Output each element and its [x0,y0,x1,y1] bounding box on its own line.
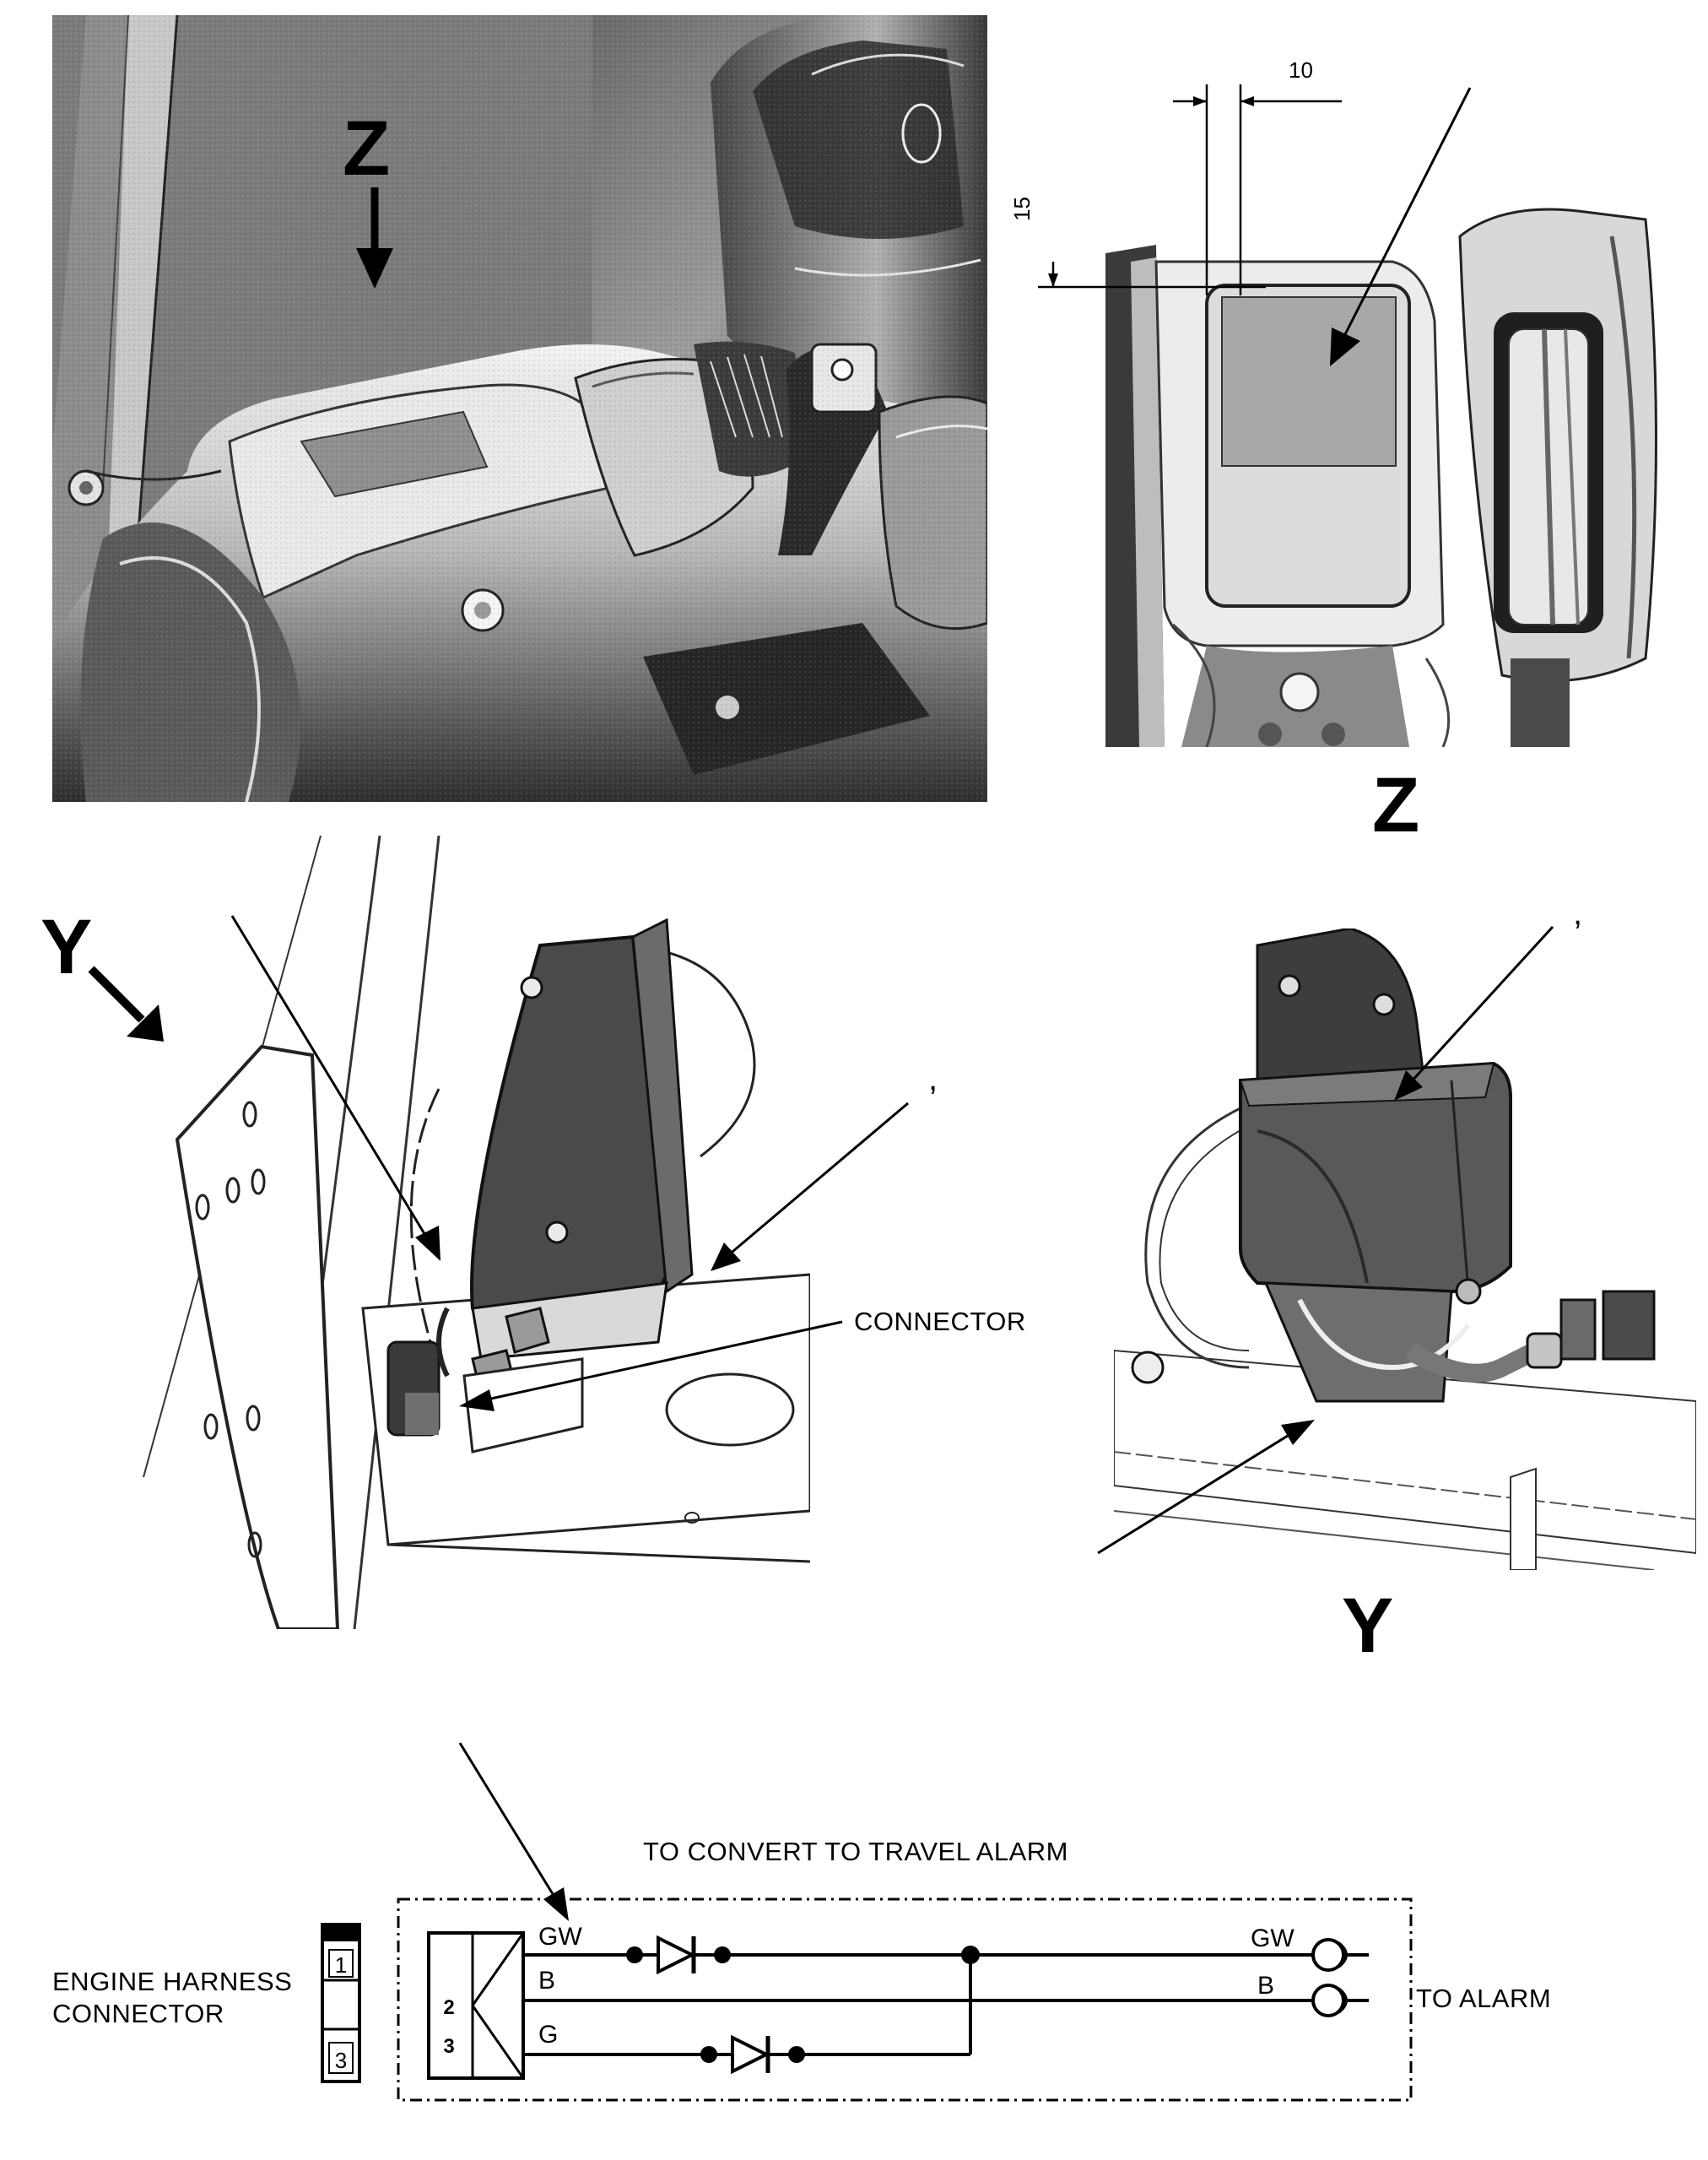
dimension-lines [1038,84,1342,295]
leader-arrow-alarm-box [1394,925,1554,1101]
engine-harness-label-line1: ENGINE HARNESS [52,1967,293,1996]
view-z-detail-illustration [1105,186,1667,747]
harness-pin-3: 3 [335,2048,347,2073]
plug-pin-3: 3 [443,2035,454,2058]
alarm-terminal-b [1311,1984,1369,2017]
mount-illustration [110,836,810,1629]
view-y-perspective-panel [110,836,810,1629]
view-y-detail-illustration [1114,928,1696,1570]
callout-connector-label: CONNECTOR [854,1307,1026,1336]
leader-arrow-z-plate [1330,87,1472,366]
view-z-perspective-panel [52,15,987,802]
wire-b-right: B [1257,1972,1274,2000]
console-illustration [52,15,987,802]
leader-arrow-connector-top [230,915,441,1261]
plug-pin-2: 2 [443,1996,454,2019]
engine-harness-label-line2: CONNECTOR [52,1999,224,2028]
diode-upper [626,1935,731,1975]
view-y-label-large: Y [41,904,93,990]
leader-arrow-connector [459,1320,843,1411]
view-z-arrow-down [356,187,393,289]
harness-pin-1: 1 [335,1952,347,1978]
schematic-title: TO CONVERT TO TRAVEL ALARM [643,1837,1068,1866]
mark-comma-1: , [928,1060,938,1097]
wire-g-left: G [538,2021,558,2049]
leader-arrow-alarm-bracket [1097,1420,1315,1555]
view-y-detail-panel [1114,928,1696,1570]
view-z-label-small: Z [1372,762,1420,848]
leader-arrow-bracket [711,1102,909,1271]
kit-enclosure [397,1897,1413,2102]
wire-gw-right: GW [1251,1925,1295,1952]
wiring-schematic: 1 3 2 3 GW B G GW B [321,1897,1413,2102]
wire-b-left: B [538,1967,555,1995]
alarm-terminal-gw [1311,1938,1369,1972]
wire-gw-left: GW [538,1923,582,1951]
view-z-label-large: Z [343,106,391,192]
view-y-label-small: Y [1342,1583,1394,1669]
mark-comma-2: , [1573,895,1583,932]
dimension-horizontal-value: 10 [1289,57,1313,83]
leader-arrow-schematic [458,1742,569,1921]
diode-lower [700,2034,805,2075]
kit-plug: 2 3 [427,1931,525,2080]
engine-harness-connector: 1 3 [321,1923,361,2083]
view-y-arrow [88,966,164,1042]
to-alarm-label: TO ALARM [1416,1984,1552,2013]
view-z-detail-panel [1105,186,1667,747]
dimension-vertical-value: 15 [1009,197,1035,221]
